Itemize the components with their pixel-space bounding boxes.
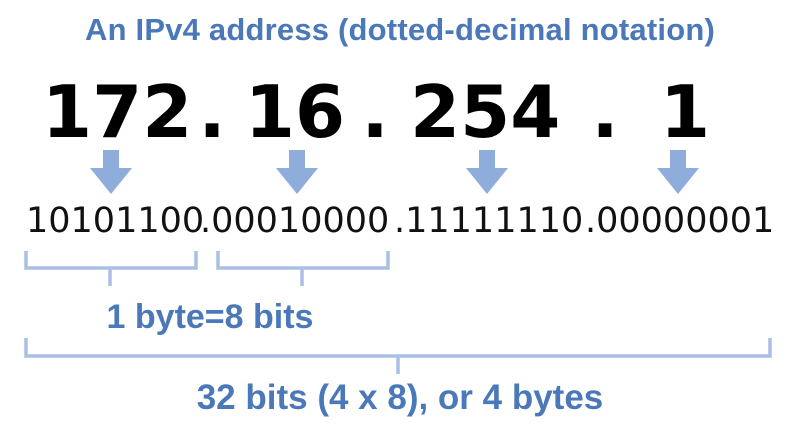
- octet-separator-1: .: [198, 70, 226, 154]
- diagram-title: An IPv4 address (dotted-decimal notation…: [84, 12, 715, 47]
- octet-separator-2: .: [361, 70, 389, 154]
- total-bracket: [24, 338, 772, 374]
- octet-2: 16: [244, 70, 346, 154]
- total-label: 32 bits (4 x 8), or 4 bytes: [196, 378, 604, 417]
- binary-octet-4: .00000001: [585, 201, 775, 241]
- down-arrow-icon: [466, 150, 508, 194]
- binary-octet-3: .11111110: [394, 201, 584, 241]
- octet-3: 254: [410, 70, 561, 154]
- octet-1: 172: [42, 70, 193, 154]
- byte-bracket-1: [24, 251, 198, 286]
- byte-bracket-2: [216, 251, 390, 286]
- octet-separator-3: .: [591, 70, 619, 154]
- octet-4: 1: [659, 70, 711, 154]
- binary-octet-1: 10101100: [26, 201, 205, 241]
- down-arrow-icon: [276, 150, 318, 194]
- down-arrow-icon: [657, 150, 699, 194]
- down-arrow-icon: [90, 150, 132, 194]
- byte-label: 1 byte=8 bits: [106, 298, 314, 336]
- binary-octet-2: .00010000: [200, 201, 390, 241]
